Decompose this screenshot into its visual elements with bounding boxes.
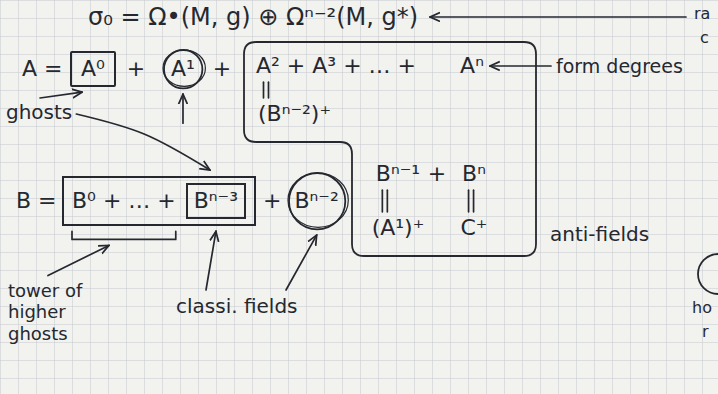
math-term: Bⁿ⁻¹ <box>376 161 420 187</box>
equation-lhs: A = <box>22 56 62 82</box>
classical-field-circle: Bⁿ⁻² <box>288 172 346 230</box>
plus-sign: + <box>263 188 281 214</box>
math-term: Bⁿ⁻² <box>295 188 339 214</box>
pointer-arrow <box>76 114 210 170</box>
pointer-arrow <box>430 16 686 18</box>
classical-field-circle: A¹ <box>163 49 203 89</box>
pointer-arrow <box>48 245 109 275</box>
math-term: A² + A³ + … + <box>256 53 416 79</box>
loop-stroke <box>244 42 536 256</box>
equals-mark <box>268 82 270 98</box>
margin-fragment: ho <box>692 298 712 317</box>
margin-fragment: r <box>702 322 709 341</box>
pointer-arrow <box>286 235 317 290</box>
math-term: Bⁿ <box>462 161 486 187</box>
annotation: classi. fields <box>176 294 298 318</box>
margin-fragment: c <box>700 28 709 47</box>
math-term: + <box>428 161 446 187</box>
antifield-region: A² + A³ + … + Aⁿ (Bⁿ⁻²)⁺ Bⁿ⁻¹ + Bⁿ (A¹)⁺ C⁺ <box>240 38 540 260</box>
equals-mark <box>468 190 470 212</box>
cut-circle <box>698 254 718 294</box>
pointer-arrow <box>182 94 184 123</box>
ghost-tower-box: B⁰ + … + Bⁿ⁻³ <box>62 176 256 226</box>
plus-sign: + <box>127 56 145 82</box>
annotation: form degrees <box>556 55 683 78</box>
equation-lhs: B = <box>16 188 57 214</box>
math-term: Aⁿ <box>460 53 484 79</box>
math-term: A⁰ <box>81 56 105 82</box>
pointer-arrow <box>206 231 216 290</box>
pointer-arrow <box>490 65 551 67</box>
annotation: anti-fields <box>550 222 649 246</box>
equals-mark <box>263 82 265 98</box>
math-term: A¹ <box>171 56 195 82</box>
circle-stroke <box>163 50 205 86</box>
equals-mark <box>473 190 475 212</box>
math-term: (Bⁿ⁻²)⁺ <box>258 101 331 127</box>
annotation: ghosts <box>6 100 72 124</box>
formula-heading: σ₀ = Ω•(M, g) ⊕ Ωⁿ⁻²(M, g*) <box>88 3 418 32</box>
annotation: tower of higher ghosts <box>8 280 104 345</box>
equals-mark <box>381 190 383 212</box>
ghost-box: A⁰ <box>70 51 116 87</box>
margin-fragment: ra <box>694 4 710 23</box>
math-term: Bⁿ⁻³ <box>194 188 238 214</box>
plus-sign: + <box>213 56 231 82</box>
pointer-arrow <box>40 92 82 98</box>
equals-mark <box>386 190 388 212</box>
math-term: B⁰ + … + <box>72 188 176 214</box>
circle-stroke <box>288 173 348 227</box>
bracket <box>72 231 176 239</box>
math-term: (A¹)⁺ <box>372 215 425 241</box>
math-term: C⁺ <box>461 215 488 241</box>
ghost-box: Bⁿ⁻³ <box>186 183 246 219</box>
